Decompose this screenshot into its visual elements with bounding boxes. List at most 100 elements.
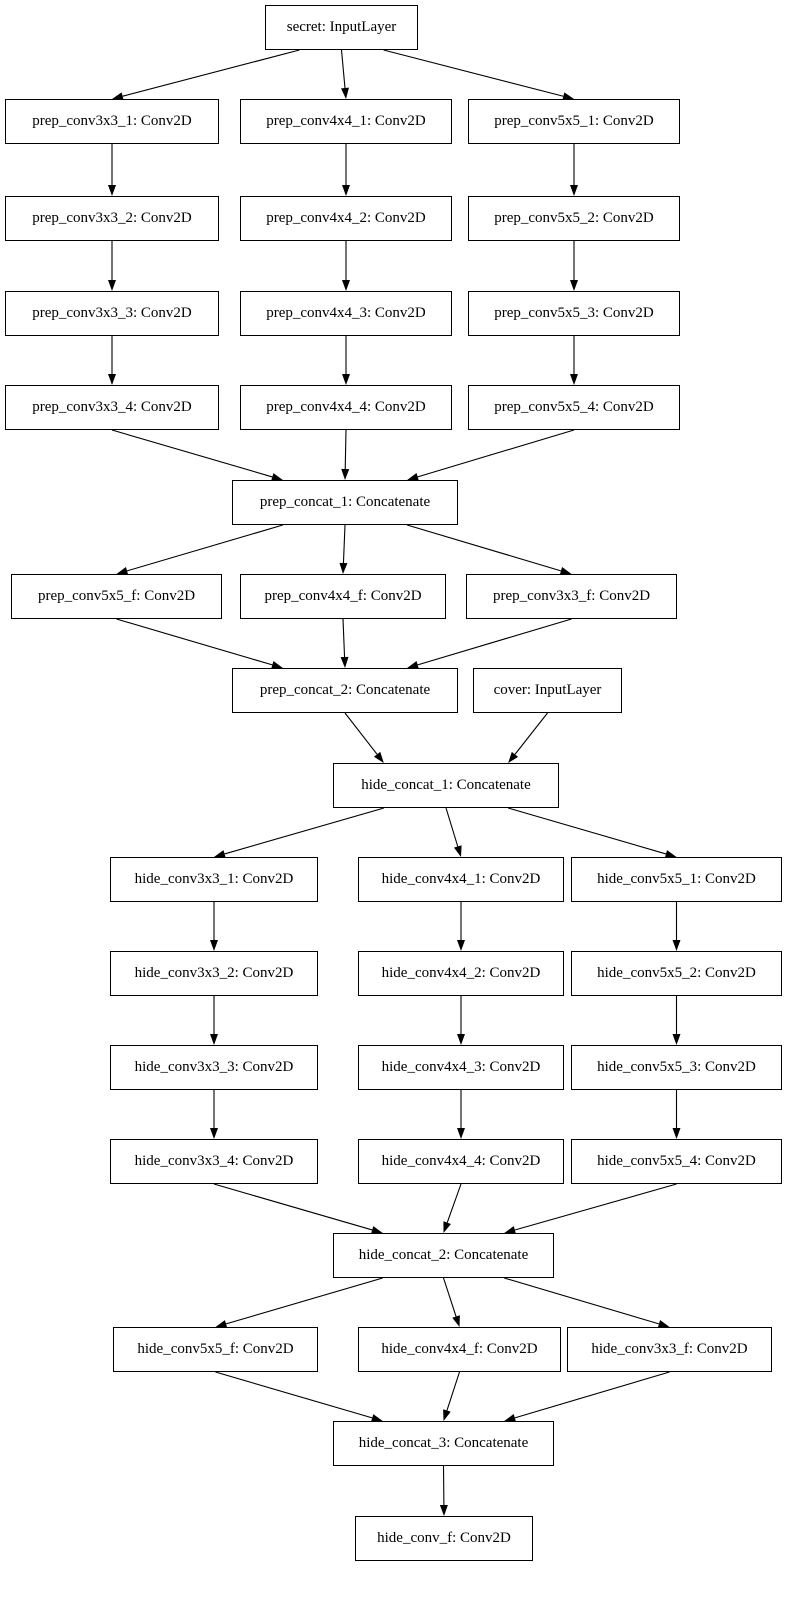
edge-secret-to-prep_conv5x5_1 [383, 49, 564, 97]
node-prep_concat_1: prep_concat_1: Concatenate [232, 480, 458, 525]
arrowhead-prep_concat_2-to-hide_concat_1 [373, 751, 384, 763]
node-hide_conv3x3_f: hide_conv3x3_f: Conv2D [567, 1327, 772, 1372]
arrowhead-hide_conv5x5_1-to-hide_conv5x5_2 [672, 940, 681, 951]
node-secret: secret: InputLayer [265, 5, 418, 50]
edge-hide_concat_1-to-hide_conv5x5_1 [507, 807, 667, 855]
arrowhead-hide_conv3x3_1-to-hide_conv3x3_2 [210, 940, 218, 951]
node-hide_conv3x3_4: hide_conv3x3_4: Conv2D [110, 1139, 318, 1184]
node-prep_conv4x4_1: prep_conv4x4_1: Conv2D [240, 99, 452, 144]
arrowhead-prep_concat_1-to-prep_conv5x5_f [116, 567, 129, 575]
arrowhead-hide_concat_1-to-hide_conv5x5_1 [664, 850, 677, 858]
node-hide_conv3x3_3: hide_conv3x3_3: Conv2D [110, 1045, 318, 1090]
node-prep_conv5x5_4: prep_conv5x5_4: Conv2D [468, 385, 680, 430]
arrowhead-hide_concat_1-to-hide_conv3x3_1 [214, 850, 226, 858]
arrowhead-secret-to-prep_conv4x4_1 [341, 87, 349, 99]
arrowhead-cover-to-hide_concat_1 [508, 751, 519, 763]
arrowhead-hide_conv4x4_4-to-hide_concat_2 [443, 1221, 451, 1233]
arrowhead-prep_conv3x3_4-to-prep_concat_1 [271, 473, 283, 481]
arrowhead-hide_conv5x5_3-to-hide_conv5x5_4 [672, 1128, 681, 1139]
arrowhead-prep_concat_1-to-prep_conv4x4_f [339, 562, 348, 574]
arrowhead-hide_conv5x5_4-to-hide_concat_2 [504, 1226, 516, 1234]
edge-prep_conv5x5_f-to-prep_concat_2 [116, 618, 273, 666]
node-prep_conv3x3_4: prep_conv3x3_4: Conv2D [5, 385, 219, 430]
edge-prep_concat_1-to-prep_conv3x3_f [406, 524, 562, 572]
node-hide_concat_2: hide_concat_2: Concatenate [333, 1233, 554, 1278]
edge-prep_conv4x4_f-to-prep_concat_2 [342, 618, 346, 658]
arrowhead-hide_conv5x5_2-to-hide_conv5x5_3 [672, 1034, 681, 1045]
arrowhead-hide_conv3x3_f-to-hide_concat_3 [504, 1414, 516, 1422]
arrowhead-hide_concat_3-to-hide_conv_f [439, 1504, 448, 1516]
arrowhead-hide_concat_2-to-hide_conv4x4_f [452, 1315, 460, 1327]
node-hide_conv5x5_f: hide_conv5x5_f: Conv2D [113, 1327, 318, 1372]
arrowhead-prep_conv4x4_2-to-prep_conv4x4_3 [342, 280, 350, 291]
arrowhead-secret-to-prep_conv5x5_1 [562, 92, 574, 101]
edge-prep_conv3x3_4-to-prep_concat_1 [111, 429, 273, 478]
arrowhead-prep_conv5x5_3-to-prep_conv5x5_4 [570, 374, 578, 385]
arrowhead-hide_conv4x4_3-to-hide_conv4x4_4 [457, 1128, 465, 1139]
node-prep_conv3x3_3: prep_conv3x3_3: Conv2D [5, 291, 219, 336]
node-hide_conv4x4_3: hide_conv4x4_3: Conv2D [358, 1045, 564, 1090]
arrowhead-hide_conv5x5_f-to-hide_concat_3 [371, 1414, 383, 1422]
edge-hide_concat_2-to-hide_conv4x4_f [442, 1277, 457, 1317]
edge-hide_concat_2-to-hide_conv3x3_f [504, 1277, 660, 1325]
node-hide_concat_1: hide_concat_1: Concatenate [333, 763, 559, 808]
node-hide_conv3x3_2: hide_conv3x3_2: Conv2D [110, 951, 318, 996]
edge-prep_conv5x5_4-to-prep_concat_1 [417, 429, 575, 478]
edge-prep_concat_1-to-prep_conv4x4_f [342, 524, 346, 564]
arrowhead-secret-to-prep_conv3x3_1 [112, 92, 124, 101]
edge-prep_conv4x4_4-to-prep_concat_1 [344, 429, 347, 470]
node-prep_conv5x5_f: prep_conv5x5_f: Conv2D [11, 574, 222, 619]
node-hide_concat_3: hide_concat_3: Concatenate [333, 1421, 554, 1466]
arrowhead-hide_concat_2-to-hide_conv5x5_f [215, 1320, 228, 1328]
arrowhead-prep_conv4x4_1-to-prep_conv4x4_2 [342, 185, 350, 196]
node-hide_conv4x4_2: hide_conv4x4_2: Conv2D [358, 951, 564, 996]
arrowhead-prep_conv5x5_2-to-prep_conv5x5_3 [570, 280, 578, 291]
node-prep_conv3x3_1: prep_conv3x3_1: Conv2D [5, 99, 219, 144]
edge-prep_concat_2-to-hide_concat_1 [344, 712, 378, 755]
arrowhead-hide_concat_2-to-hide_conv3x3_f [657, 1320, 670, 1328]
arrowhead-prep_conv4x4_4-to-prep_concat_1 [341, 468, 350, 480]
arrowhead-hide_conv4x4_1-to-hide_conv4x4_2 [457, 940, 465, 951]
edge-hide_conv5x5_f-to-hide_concat_3 [215, 1371, 373, 1419]
arrowhead-prep_conv3x3_2-to-prep_conv3x3_3 [108, 280, 116, 291]
edge-hide_conv3x3_f-to-hide_concat_3 [514, 1371, 670, 1419]
arrowhead-hide_conv4x4_f-to-hide_concat_3 [443, 1409, 451, 1421]
node-prep_conv3x3_2: prep_conv3x3_2: Conv2D [5, 196, 219, 241]
arrowhead-hide_concat_1-to-hide_conv4x4_1 [453, 845, 462, 857]
arrowhead-prep_conv5x5_4-to-prep_concat_1 [407, 473, 419, 481]
node-prep_conv5x5_1: prep_conv5x5_1: Conv2D [468, 99, 680, 144]
node-prep_conv3x3_f: prep_conv3x3_f: Conv2D [466, 574, 677, 619]
arrowhead-hide_conv3x3_3-to-hide_conv3x3_4 [210, 1128, 218, 1139]
arrowhead-prep_conv5x5_1-to-prep_conv5x5_2 [570, 185, 578, 196]
edge-hide_conv5x5_4-to-hide_concat_2 [514, 1183, 677, 1231]
edge-prep_concat_1-to-prep_conv5x5_f [126, 524, 284, 572]
node-prep_concat_2: prep_concat_2: Concatenate [232, 668, 458, 713]
node-hide_conv5x5_2: hide_conv5x5_2: Conv2D [571, 951, 782, 996]
arrowhead-prep_conv4x4_f-to-prep_concat_2 [340, 656, 349, 668]
edge-hide_conv3x3_4-to-hide_concat_2 [213, 1183, 373, 1231]
node-prep_conv4x4_f: prep_conv4x4_f: Conv2D [240, 574, 446, 619]
arrowhead-prep_conv5x5_f-to-prep_concat_2 [271, 661, 283, 669]
edge-secret-to-prep_conv4x4_1 [340, 49, 346, 89]
edge-hide_conv4x4_4-to-hide_concat_2 [446, 1183, 462, 1223]
arrowhead-prep_conv3x3_1-to-prep_conv3x3_2 [108, 185, 116, 196]
edge-hide_concat_1-to-hide_conv3x3_1 [224, 807, 385, 855]
arrowhead-hide_conv3x3_2-to-hide_conv3x3_3 [210, 1034, 218, 1045]
node-prep_conv5x5_3: prep_conv5x5_3: Conv2D [468, 291, 680, 336]
edge-hide_concat_2-to-hide_conv5x5_f [225, 1277, 383, 1325]
node-prep_conv4x4_3: prep_conv4x4_3: Conv2D [240, 291, 452, 336]
node-prep_conv4x4_4: prep_conv4x4_4: Conv2D [240, 385, 452, 430]
edge-prep_conv3x3_f-to-prep_concat_2 [417, 618, 572, 666]
arrowhead-hide_conv3x3_4-to-hide_concat_2 [371, 1226, 383, 1234]
node-hide_conv5x5_1: hide_conv5x5_1: Conv2D [571, 857, 782, 902]
arrowhead-prep_conv3x3_3-to-prep_conv3x3_4 [108, 374, 116, 385]
node-cover: cover: InputLayer [473, 668, 622, 713]
node-prep_conv4x4_2: prep_conv4x4_2: Conv2D [240, 196, 452, 241]
node-hide_conv4x4_f: hide_conv4x4_f: Conv2D [358, 1327, 561, 1372]
edge-secret-to-prep_conv3x3_1 [122, 49, 300, 97]
arrowhead-prep_conv4x4_3-to-prep_conv4x4_4 [342, 374, 350, 385]
node-hide_conv4x4_1: hide_conv4x4_1: Conv2D [358, 857, 564, 902]
node-hide_conv5x5_3: hide_conv5x5_3: Conv2D [571, 1045, 782, 1090]
